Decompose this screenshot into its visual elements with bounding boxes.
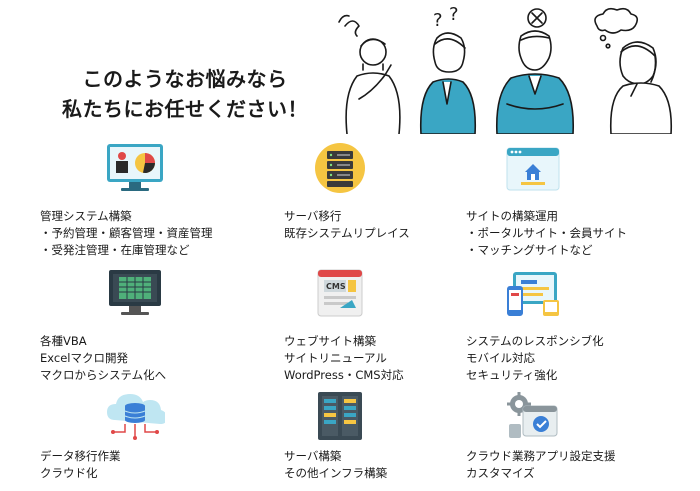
service-title: サーバ移行 <box>284 209 342 223</box>
headline-line-1: このようなお悩みなら <box>82 67 288 91</box>
service-title: データ移行作業 <box>40 449 121 463</box>
service-detail: カスタマイズ <box>466 466 535 480</box>
svg-text:?: ? <box>433 10 443 31</box>
service-text: システムのレスポンシブ化 モバイル対応 セキュリティ強化 <box>466 333 604 384</box>
headline: このようなお悩みなら 私たちにお任せください！ <box>60 64 310 124</box>
cloud-settings-icon <box>507 392 558 438</box>
responsive-devices-icon <box>507 272 559 316</box>
service-title: 管理システム構築 <box>40 209 132 223</box>
service-title: 各種VBA <box>40 334 87 348</box>
service-text: サーバ移行 既存システムリプレイス <box>284 208 410 242</box>
service-detail: マクロからシステム化へ <box>40 368 167 382</box>
service-detail: ・予約管理・顧客管理・資産管理 <box>40 226 213 240</box>
service-detail: サイトリニューアル <box>284 351 387 365</box>
service-text: データ移行作業 クラウド化 <box>40 448 121 482</box>
service-detail: Excelマクロ開発 <box>40 351 128 365</box>
service-title: サーバ構築 <box>284 449 342 463</box>
worried-people-illustration: ? ? <box>338 4 673 134</box>
cloud-database-icon <box>107 394 165 440</box>
browser-home-icon <box>506 147 560 191</box>
service-detail: WordPress・CMS対応 <box>284 368 404 382</box>
service-detail: クラウド化 <box>40 466 98 480</box>
service-title: サイトの構築運用 <box>466 209 558 223</box>
person-3 <box>495 8 575 134</box>
service-text: クラウド業務アプリ設定支援 カスタマイズ <box>466 448 616 482</box>
service-detail: ・受発注管理・在庫管理など <box>40 243 190 257</box>
service-text: サーバ構築 その他インフラ構築 <box>284 448 387 482</box>
service-detail: その他インフラ構築 <box>284 466 388 480</box>
cms-window-icon: CMS <box>317 269 363 317</box>
service-detail: モバイル対応 <box>466 351 535 365</box>
person-1 <box>338 14 401 134</box>
person-4 <box>594 7 673 134</box>
spreadsheet-monitor-icon <box>109 270 161 315</box>
service-text: 各種VBA Excelマクロ開発 マクロからシステム化へ <box>40 333 166 384</box>
service-text: ウェブサイト構築 サイトリニューアル WordPress・CMS対応 <box>284 333 404 384</box>
person-2: ? ? <box>419 4 477 134</box>
svg-text:CMS: CMS <box>326 282 346 291</box>
service-title: システムのレスポンシブ化 <box>466 334 604 348</box>
service-detail: ・ポータルサイト・会員サイト <box>466 226 627 240</box>
service-text: 管理システム構築 ・予約管理・顧客管理・資産管理 ・受発注管理・在庫管理など <box>40 208 213 259</box>
service-title: クラウド業務アプリ設定支援 <box>466 449 616 463</box>
server-panels-icon <box>318 392 362 440</box>
service-detail: ・マッチングサイトなど <box>466 243 593 257</box>
server-rack-icon <box>315 143 365 193</box>
headline-line-2: 私たちにお任せください！ <box>62 97 308 121</box>
monitor-chart-icon <box>107 144 163 191</box>
svg-text:?: ? <box>449 4 459 25</box>
service-detail: セキュリティ強化 <box>466 368 558 382</box>
service-detail: 既存システムリプレイス <box>284 226 410 240</box>
service-text: サイトの構築運用 ・ポータルサイト・会員サイト ・マッチングサイトなど <box>466 208 627 259</box>
service-title: ウェブサイト構築 <box>284 334 376 348</box>
